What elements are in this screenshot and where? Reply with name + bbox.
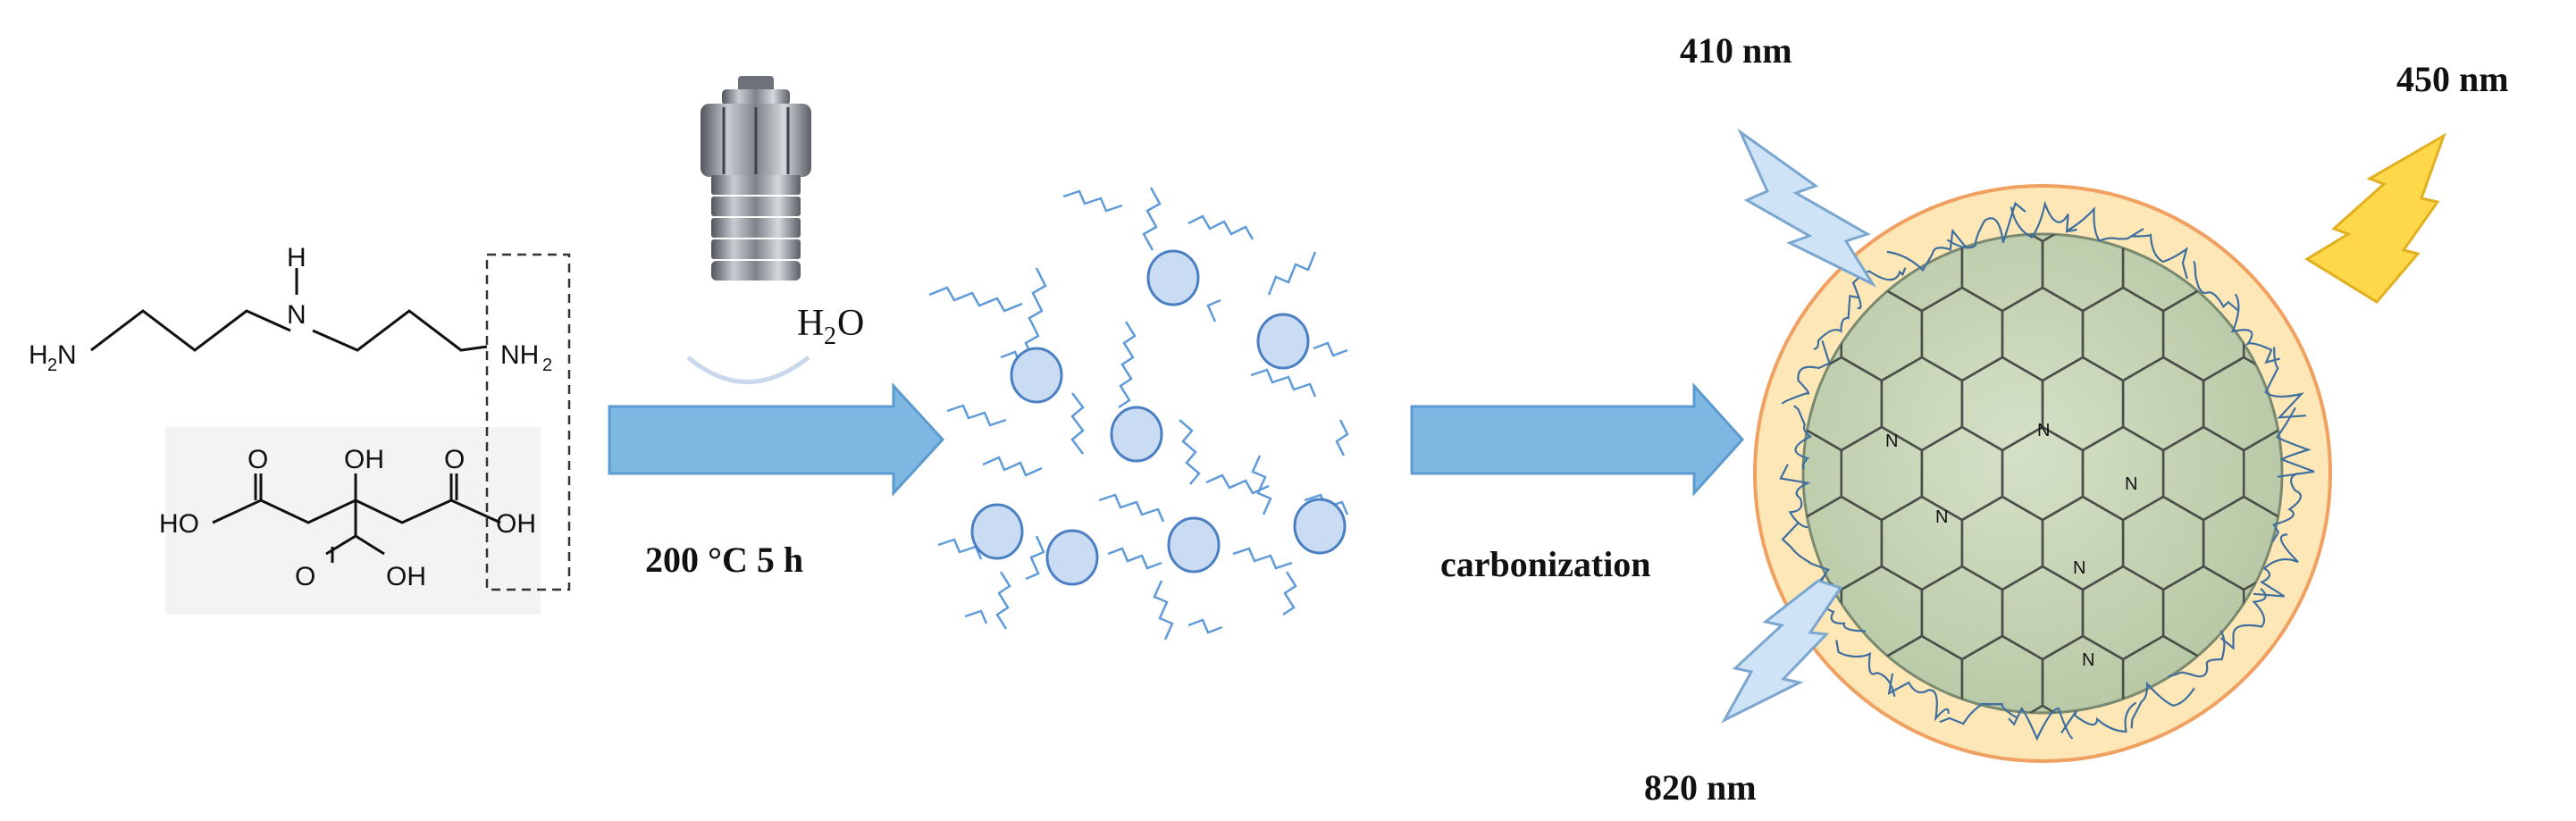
reaction-arrow-2: [1410, 382, 1745, 497]
surface-chain: [2008, 707, 2074, 741]
core-n-2: N: [2125, 474, 2137, 494]
polymer-node: [1167, 516, 1221, 574]
surface-chain: [2276, 406, 2315, 478]
polymer-node: [1045, 529, 1099, 586]
surface-chain: [1886, 228, 1968, 272]
autoclave-reactor-icon: [701, 76, 811, 281]
lightning-410-icon: [1737, 128, 1877, 288]
core-n-4: N: [2073, 558, 2085, 578]
reactive-group-dashed-box: [485, 253, 571, 591]
amine-center-n: N: [287, 300, 306, 330]
surface-chain: [1793, 405, 1813, 470]
lightning-820-icon: [1721, 579, 1843, 724]
solvent-sub: 2: [824, 323, 836, 350]
acid-oh-top: OH: [344, 445, 384, 474]
amine-left-n: N: [57, 340, 77, 370]
surface-chain: [2264, 347, 2306, 419]
core-n-3: N: [1935, 507, 1948, 527]
surface-chain: [1779, 464, 1811, 529]
surface-chain: [2010, 200, 2077, 239]
polymer-node: [1256, 313, 1310, 370]
wavelength-410-label: 410 nm: [1680, 30, 1792, 71]
diethylenetriamine-structure: [90, 268, 488, 352]
core-n-5: N: [1885, 431, 1898, 451]
surface-chain: [2168, 630, 2226, 678]
surface-chain: [2253, 533, 2299, 598]
carbonization-label: carbonization: [1440, 544, 1651, 584]
amine-left-sub: 2: [47, 356, 57, 375]
acid-o-left: O: [248, 445, 268, 474]
nitrogen-dopant-labels: N N N N N N: [1885, 421, 2137, 670]
polymer-chains: [928, 187, 1349, 641]
core-n-6: N: [2082, 650, 2094, 670]
reaction-condition-label: 200 °C 5 h: [645, 540, 803, 580]
amine-right-sub: 2: [542, 356, 552, 375]
surface-chain: [2066, 205, 2144, 242]
solvent-h: H: [797, 303, 824, 344]
reaction-arrow-1: [608, 382, 945, 497]
amine-center-h: H: [287, 243, 306, 272]
amine-left-h: H: [29, 340, 48, 370]
polymer-intermediate: [928, 187, 1349, 641]
carbon-dot-product: N N N N N N: [1753, 184, 2332, 763]
amine-labels: H 2 N H N NH 2: [29, 243, 552, 375]
polymer-node: [970, 503, 1024, 560]
amine-right-nh: NH: [500, 340, 539, 370]
wavelength-820-label: 820 nm: [1644, 767, 1757, 808]
reactants-panel: H 2 N H N NH 2 OH O O HO OH: [29, 243, 571, 615]
lightning-450-icon: [2304, 132, 2446, 304]
citric-acid-labels: OH O O HO OH O OH: [159, 445, 536, 591]
surface-chain: [2130, 681, 2195, 729]
core-n-1: N: [2037, 421, 2050, 440]
polymer-node: [1110, 406, 1163, 463]
surface-chain: [1813, 294, 1860, 350]
citric-acid-structure: [212, 473, 501, 563]
solvent-label: H 2 O: [797, 303, 864, 350]
solvent-o: O: [837, 303, 864, 344]
acid-oh-right: OH: [496, 509, 536, 539]
surface-chain: [1781, 339, 1831, 405]
polymer-nodes: [970, 249, 1347, 586]
surface-chain: [1946, 201, 2026, 249]
surface-chain: [2132, 233, 2188, 280]
wavelength-450-label: 450 nm: [2396, 59, 2509, 99]
surface-chain: [1835, 640, 1896, 698]
surface-chain: [2219, 587, 2267, 650]
polymer-node: [1293, 498, 1347, 555]
polymer-node: [1010, 347, 1063, 404]
surface-chain: [2060, 701, 2137, 734]
surface-chain: [1887, 673, 1950, 722]
acid-ho-left: HO: [159, 509, 199, 539]
carbon-dot-core: [1801, 232, 2284, 715]
surface-chain: [2271, 472, 2302, 543]
citric-acid-background: [165, 427, 541, 615]
acid-o-bottom: O: [295, 562, 315, 591]
surface-chain: [2193, 260, 2240, 313]
stirring-arc-icon: [686, 356, 810, 384]
acid-oh-bottom: OH: [386, 562, 426, 591]
polymer-node: [1146, 249, 1200, 306]
acid-o-right: O: [444, 445, 465, 474]
surface-chain: [1939, 702, 2018, 725]
surface-chain: [2230, 293, 2280, 364]
